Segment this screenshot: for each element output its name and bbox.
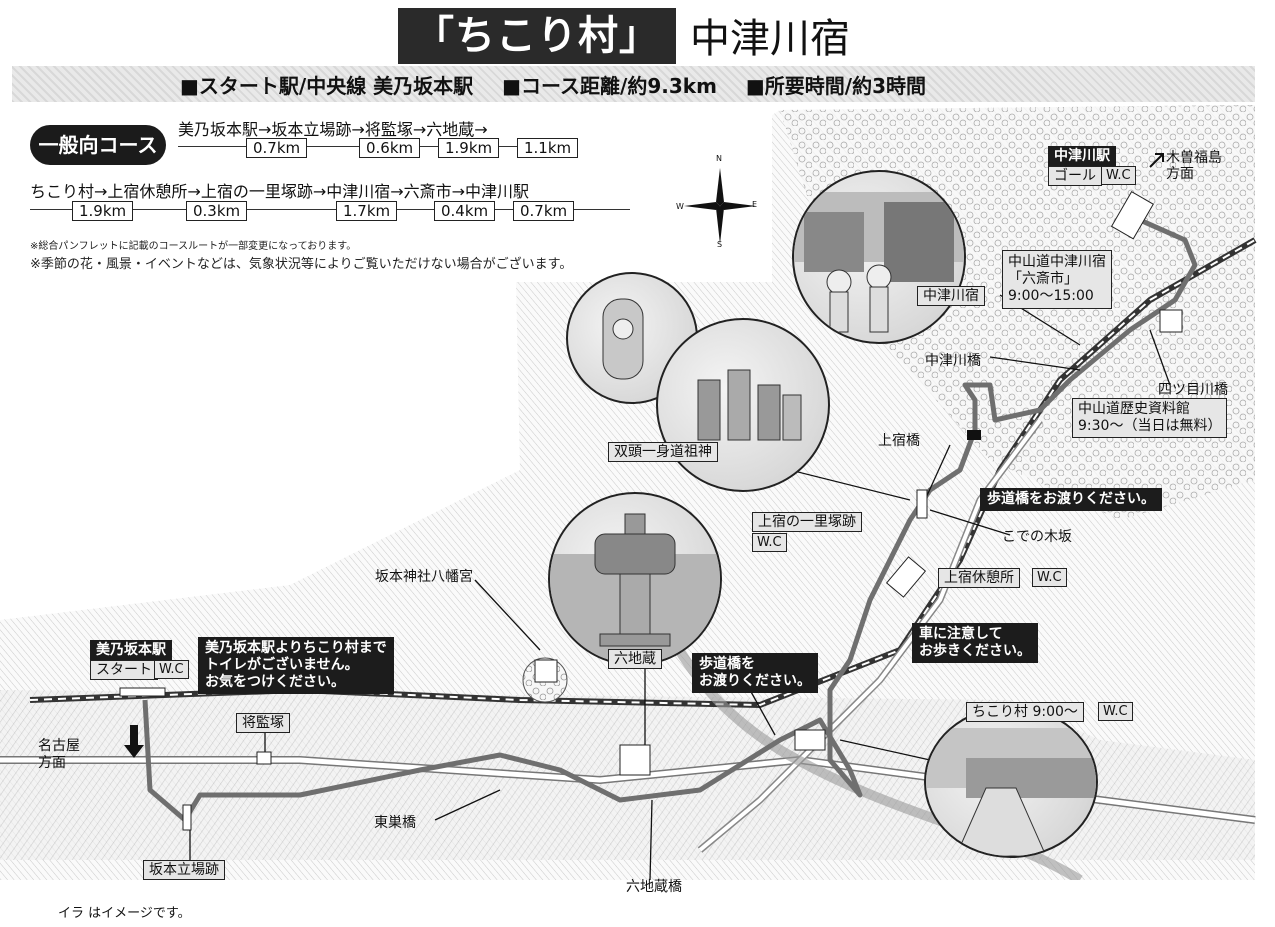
label-rokujizo: 六地蔵 xyxy=(608,649,662,669)
required-time-info: ■所要時間/約3時間 xyxy=(745,74,927,98)
label-rokujizo-bridge: 六地蔵橋 xyxy=(626,879,682,895)
wc-badge: W.C xyxy=(1098,702,1133,721)
course-badge: 一般向コース xyxy=(30,125,166,165)
arrow-ne-icon xyxy=(1149,153,1164,168)
wc-badge: W.C xyxy=(1101,166,1136,185)
distance-box: 1.9km xyxy=(72,201,134,221)
label-shogenzuka: 将監塚 xyxy=(236,713,290,733)
distance-box: 0.4km xyxy=(434,201,496,221)
wc-badge: W.C xyxy=(1032,568,1067,587)
label-kamijuku-rest: 上宿休憩所 xyxy=(938,568,1020,588)
label-sakamoto-shrine: 坂本神社八幡宮 xyxy=(375,569,473,585)
notice-footbridge: 歩道橋をお渡りください。 xyxy=(980,488,1162,511)
distance-box: 0.7km xyxy=(513,201,575,221)
stone-statue-illustration xyxy=(602,298,644,380)
label-start: スタート xyxy=(90,660,158,680)
compass-e: E xyxy=(752,200,758,209)
header-info: ■スタート駅/中央線 美乃坂本駅 ■コース距離/約9.3km ■所要時間/約3時… xyxy=(180,70,948,99)
route-line-1: 美乃坂本駅→坂本立場跡→将監塚→六地蔵→ xyxy=(178,120,488,139)
compass-w: W xyxy=(676,202,684,211)
illustration-rokujizo xyxy=(548,492,722,666)
compass-rose: N S W E xyxy=(676,154,760,254)
footer-note: イラ はイメージです。 xyxy=(58,906,191,921)
distance-box: 1.9km xyxy=(438,138,500,158)
route-line-2-rule xyxy=(30,209,630,210)
course-note-2: ※季節の花・風景・イベントなどは、気象状況等によりご覧いただけない場合がございま… xyxy=(30,257,573,272)
gravestones-illustration xyxy=(697,369,802,441)
label-chikori-village: ちこり村 9:00～ xyxy=(966,702,1084,722)
label-kamijuku-bridge: 上宿橋 xyxy=(878,433,920,449)
notice-no-toilet: 美乃坂本駅よりちこり村まで トイレがございません。 お気をつけください。 xyxy=(198,637,394,694)
course-distance-info: ■コース距離/約9.3km xyxy=(502,74,717,98)
label-soutou-dousojin: 双頭一身道祖神 xyxy=(608,442,718,462)
label-yotsume-bridge: 四ツ目川橋 xyxy=(1158,382,1228,398)
distance-box: 0.7km xyxy=(246,138,308,158)
village-street-illustration xyxy=(926,728,1096,856)
header-band xyxy=(12,66,1255,102)
wc-badge: W.C xyxy=(752,533,787,552)
start-station-info: ■スタート駅/中央線 美乃坂本駅 xyxy=(180,74,474,98)
notice-footbridge-2: 歩道橋を お渡りください。 xyxy=(692,653,818,693)
townscape-illustration xyxy=(794,192,964,333)
page-subtitle: 中津川宿 xyxy=(690,16,850,62)
distance-box: 1.1km xyxy=(517,138,579,158)
label-nakatsugawa-station: 中津川駅 xyxy=(1048,146,1116,166)
distance-box: 0.6km xyxy=(359,138,421,158)
stone-lantern-illustration xyxy=(550,513,720,664)
label-nagoya: 名古屋 方面 xyxy=(38,738,80,771)
wc-badge: W.C xyxy=(154,660,189,679)
label-goal: ゴール xyxy=(1048,166,1102,186)
label-kokonoki-slope: こでの木坂 xyxy=(1002,529,1072,545)
compass-s: S xyxy=(717,240,723,249)
label-sakamoto-tateba: 坂本立場跡 xyxy=(143,860,225,880)
course-note-1: ※総合パンフレットに記載のコースルートが一部変更になっております。 xyxy=(30,241,357,252)
compass-icon xyxy=(684,168,756,244)
illustration-dousojin xyxy=(656,318,830,492)
label-history-museum: 中山道歴史資料館 9:30～（当日は無料） xyxy=(1072,398,1228,438)
distance-box: 1.7km xyxy=(336,201,398,221)
label-kisofukushima: 木曽福島 方面 xyxy=(1166,150,1222,182)
label-minosakamoto-station: 美乃坂本駅 xyxy=(90,640,172,660)
illustration-nakatsugawa-juku xyxy=(792,170,966,344)
label-rokusaiichi: 中山道中津川宿 「六斎市」 9:00～15:00 xyxy=(1002,250,1112,309)
route-line-2: ちこり村→上宿休憩所→上宿の一里塚跡→中津川宿→六斎市→中津川駅 xyxy=(30,182,530,201)
label-nakatsugawa-juku: 中津川宿 xyxy=(917,286,985,306)
compass-n: N xyxy=(716,154,722,163)
illustration-chikori-village xyxy=(924,706,1098,858)
label-higashisu-bridge: 東巣橋 xyxy=(374,815,416,831)
notice-car-caution: 車に注意して お歩きください。 xyxy=(912,623,1038,663)
label-nakatsugawa-bridge: 中津川橋 xyxy=(925,353,981,369)
page-title: 「ちこり村」と xyxy=(398,8,676,115)
distance-box: 0.3km xyxy=(186,201,248,221)
label-ichirizuka: 上宿の一里塚跡 xyxy=(752,512,862,532)
